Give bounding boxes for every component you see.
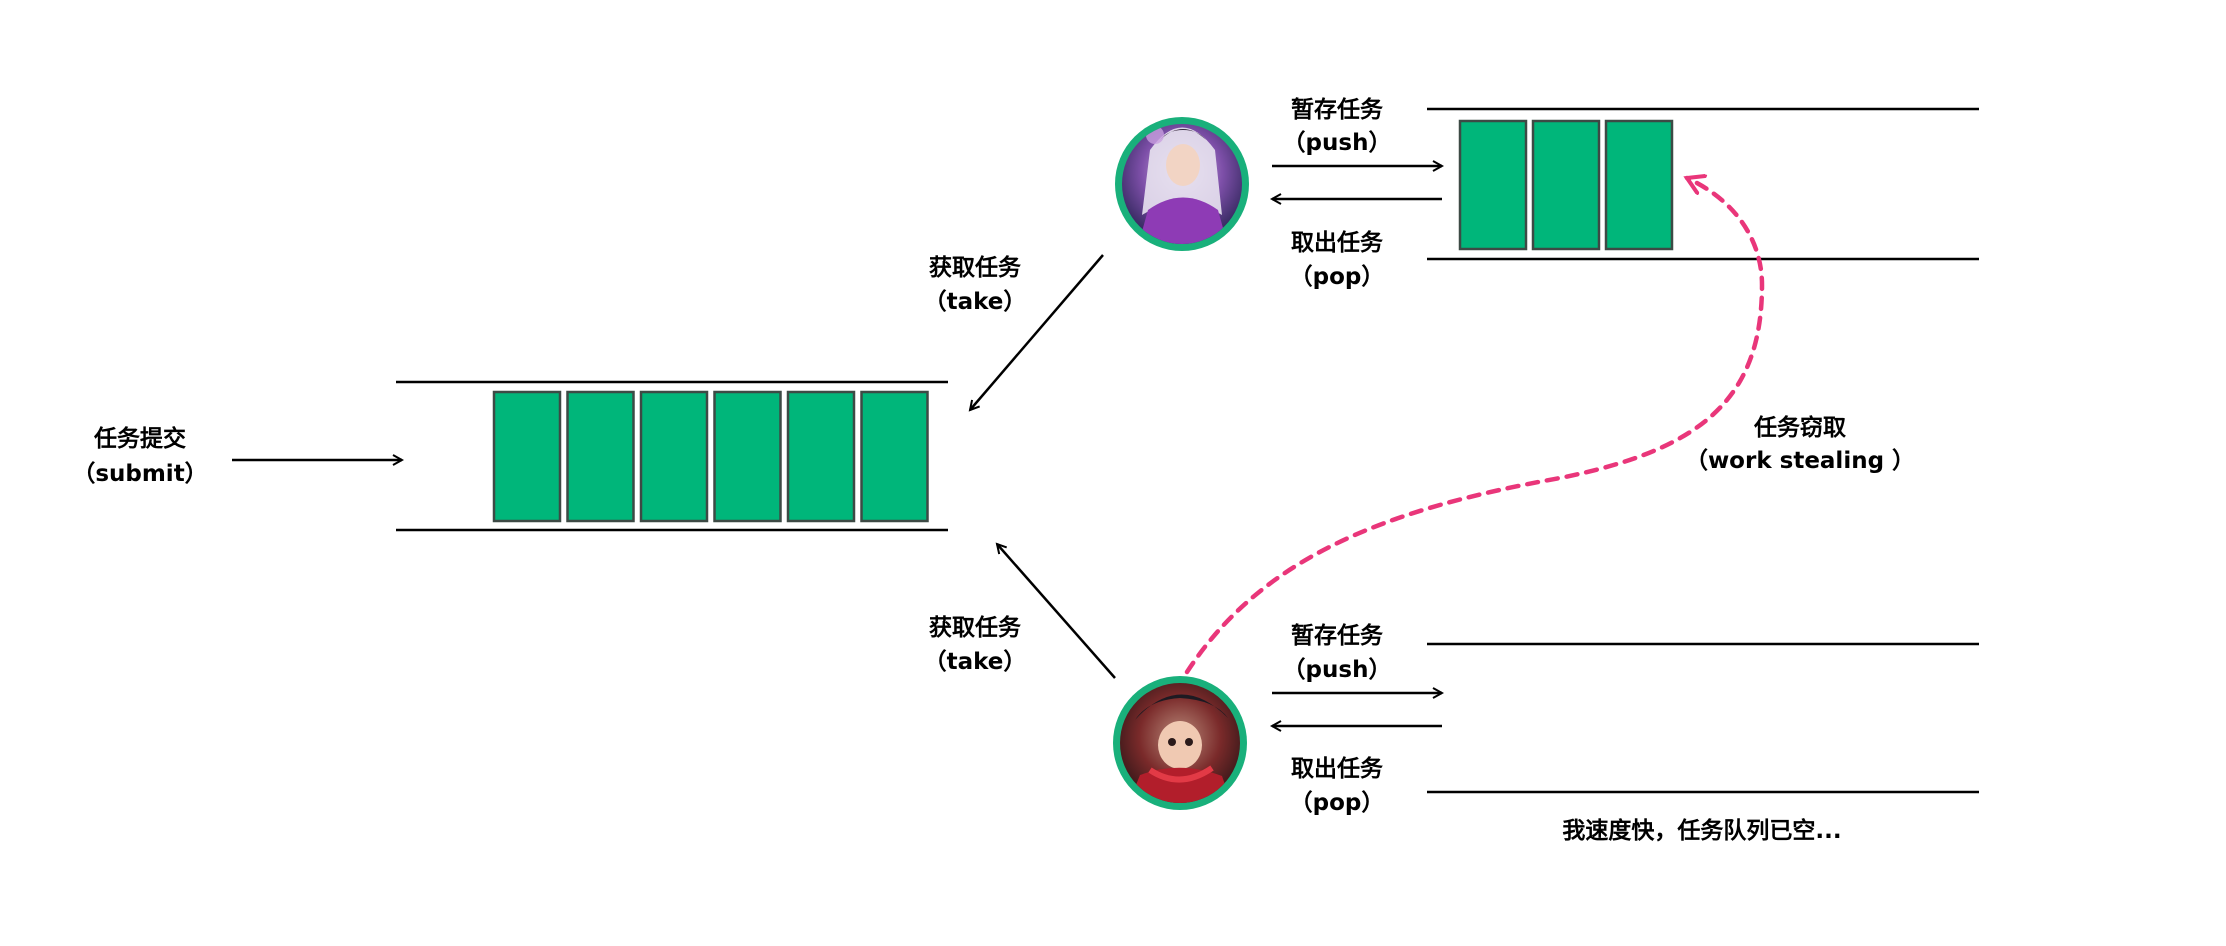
take-top-label-en: （take） — [924, 288, 1027, 315]
take-bottom-label-en: （take） — [924, 648, 1027, 675]
take-top-arrow — [970, 254, 1104, 410]
global-queue-task-3 — [639, 390, 709, 523]
global-queue-tasks — [492, 390, 929, 523]
worker-bottom-push-label-en: （push） — [1283, 656, 1392, 683]
worker-top-push-label-en: （push） — [1283, 129, 1392, 156]
take-bottom-label: 获取任务 — [929, 614, 1022, 641]
worker-top: 暂存任务 （push） 取出任务 （pop） — [1115, 96, 1979, 290]
worker-bottom-pop-label-en: （pop） — [1290, 789, 1385, 816]
global-queue-task-1 — [492, 390, 562, 523]
worker-top-pop-label-en: （pop） — [1290, 263, 1385, 290]
worker-bottom: 暂存任务 （push） 取出任务 （pop） 我速度快，任务队列已空... — [1113, 622, 1979, 844]
submit-label-en: （submit） — [72, 460, 207, 487]
worker-top-task-1 — [1458, 119, 1528, 251]
worker-top-queue-tasks — [1458, 119, 1674, 251]
global-queue-task-5 — [786, 390, 856, 523]
take-top-label: 获取任务 — [929, 254, 1022, 281]
global-queue-task-2 — [566, 390, 635, 523]
hero-avatar-mage-icon — [1115, 117, 1249, 251]
worker-bottom-pop-label: 取出任务 — [1291, 755, 1384, 782]
worker-top-push-label: 暂存任务 — [1291, 96, 1384, 123]
take-top-group: 获取任务 （take） — [924, 254, 1104, 410]
work-stealing-arrow — [1184, 178, 1765, 675]
global-queue-task-4 — [713, 390, 782, 523]
work-stealing-label: 任务窃取 — [1753, 414, 1846, 441]
global-queue — [396, 380, 948, 532]
work-stealing-label-en: （work stealing ） — [1685, 447, 1915, 474]
submit-label: 任务提交 — [93, 425, 186, 452]
worker-bottom-push-label: 暂存任务 — [1291, 622, 1384, 649]
work-stealing-group: 任务窃取 （work stealing ） — [1184, 178, 1915, 675]
worker-bottom-note: 我速度快，任务队列已空... — [1562, 817, 1841, 844]
take-bottom-arrow — [997, 544, 1116, 679]
submit-group: 任务提交 （submit） — [72, 425, 402, 487]
worker-top-pop-label: 取出任务 — [1291, 229, 1384, 256]
worker-top-task-2 — [1531, 119, 1601, 251]
hero-avatar-ninja-icon — [1113, 676, 1247, 810]
worker-top-task-3 — [1604, 119, 1674, 251]
global-queue-task-6 — [860, 390, 929, 523]
take-bottom-group: 获取任务 （take） — [924, 544, 1116, 679]
